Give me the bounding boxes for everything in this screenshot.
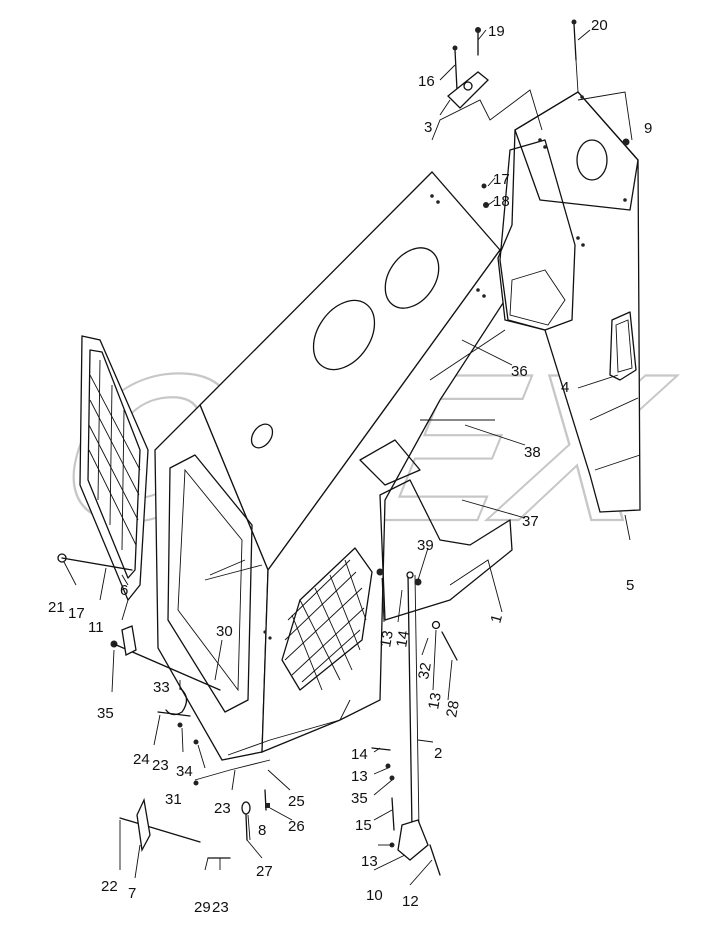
callout-30: 30: [216, 623, 233, 640]
hardware-items: [57, 19, 630, 876]
callout-24: 24: [133, 751, 150, 768]
callout-39: 39: [417, 537, 434, 554]
leader-lines: [63, 29, 633, 886]
callout-26: 26: [288, 818, 305, 835]
callout-25: 25: [288, 793, 305, 810]
callout-5: 5: [626, 577, 634, 594]
callout-8: 8: [258, 822, 266, 839]
callout-19: 19: [488, 23, 505, 40]
callout-15: 15: [355, 817, 372, 834]
callout-10: 10: [366, 887, 383, 904]
callout-28: 28: [443, 699, 463, 718]
callout-35-right: 35: [351, 790, 368, 807]
callout-4: 4: [561, 379, 569, 396]
callout-1: 1: [487, 613, 506, 625]
callout-13-b: 13: [425, 691, 445, 710]
callout-14-b: 14: [351, 746, 368, 763]
callout-12: 12: [402, 893, 419, 910]
callout-14-a: 14: [393, 629, 413, 648]
rear-panel: [497, 91, 641, 513]
callout-36: 36: [511, 363, 528, 380]
callout-13-d: 13: [361, 853, 378, 870]
callout-23-a: 23: [152, 757, 169, 774]
callout-23-c: 23: [212, 899, 229, 916]
callout-17-left: 17: [68, 605, 85, 622]
callout-16: 16: [418, 73, 435, 90]
callout-11: 11: [88, 619, 104, 636]
callout-20: 20: [591, 17, 608, 34]
callout-21: 21: [48, 599, 65, 616]
callout-33: 33: [153, 679, 170, 696]
gas-strut: [397, 571, 429, 861]
callout-3: 3: [424, 119, 432, 136]
callout-27: 27: [256, 863, 273, 880]
callout-22: 22: [101, 878, 118, 895]
main-hood-panel: [154, 171, 513, 761]
side-grille-mesh: [284, 559, 367, 691]
callout-17-top: 17: [493, 171, 510, 188]
callout-18: 18: [493, 193, 510, 210]
callout-31: 31: [165, 791, 182, 808]
callout-6: 6: [120, 582, 128, 599]
callout-9: 9: [644, 120, 652, 137]
front-grille-panel: [79, 335, 149, 602]
callout-34: 34: [176, 763, 193, 780]
callout-38: 38: [524, 444, 541, 461]
callout-13-c: 13: [351, 768, 368, 785]
callout-labels: 19 20 16 3 9 17 18 36 4 38 37 5 1 39 6 2…: [48, 17, 652, 916]
callout-23-b: 23: [214, 800, 231, 817]
callout-13-a: 13: [377, 629, 397, 648]
callout-35-left: 35: [97, 705, 114, 722]
callout-7: 7: [128, 885, 136, 902]
callout-2: 2: [434, 745, 442, 762]
callout-32: 32: [415, 661, 435, 680]
callout-37: 37: [522, 513, 539, 530]
callout-29: 29: [194, 899, 211, 916]
